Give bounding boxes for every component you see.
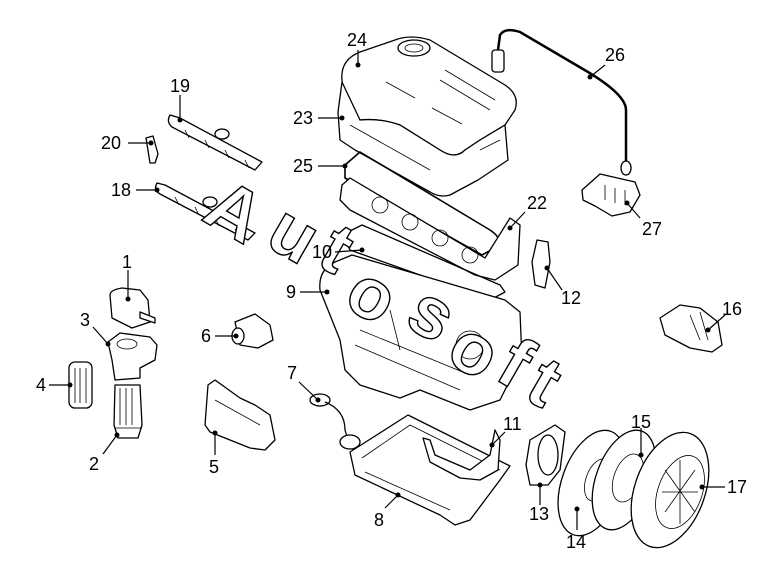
anchor-25 xyxy=(342,163,348,169)
leader-3 xyxy=(92,326,109,345)
callout-7[interactable]: 7 xyxy=(287,363,297,383)
anchor-10 xyxy=(359,247,365,253)
leader-26 xyxy=(589,64,606,78)
oil-filter-element-part[interactable] xyxy=(113,384,143,439)
callout-19[interactable]: 19 xyxy=(170,76,190,96)
callout-1[interactable]: 1 xyxy=(122,252,132,272)
oil-pan-part[interactable] xyxy=(349,414,511,526)
anchor-23 xyxy=(339,115,345,121)
cylinder-head-part[interactable] xyxy=(339,177,521,281)
valve-cover-part[interactable] xyxy=(337,81,509,197)
leader-lines xyxy=(49,50,726,530)
leader-8 xyxy=(384,494,399,509)
head-gasket-part[interactable] xyxy=(341,224,506,301)
callout-2[interactable]: 2 xyxy=(89,454,99,474)
callout-25[interactable]: 25 xyxy=(293,156,313,176)
thermostat-housing-part[interactable] xyxy=(231,313,274,349)
leader-27 xyxy=(626,202,641,219)
oil-filter-cartridge-part[interactable] xyxy=(67,361,93,409)
callout-14[interactable]: 14 xyxy=(566,532,586,552)
oil-filter-cap-part[interactable] xyxy=(109,287,156,329)
pressure-plate-part[interactable] xyxy=(617,422,724,559)
callout-17[interactable]: 17 xyxy=(727,477,747,497)
ignition-lead-part[interactable] xyxy=(491,28,632,176)
anchor-7 xyxy=(315,397,321,403)
callout-22[interactable]: 22 xyxy=(527,193,547,213)
callout-10[interactable]: 10 xyxy=(312,242,332,262)
fuel-rail-lower-part[interactable] xyxy=(154,182,256,241)
oil-pickup-part[interactable] xyxy=(309,393,361,450)
anchor-24 xyxy=(355,62,361,68)
callout-4[interactable]: 4 xyxy=(36,375,46,395)
sensor-part[interactable] xyxy=(531,239,551,289)
leader-2 xyxy=(102,434,118,455)
ignition-coil-pack-part[interactable] xyxy=(581,173,641,217)
leader-16 xyxy=(707,314,726,331)
fuel-injector-part[interactable] xyxy=(145,135,159,164)
callout-16[interactable]: 16 xyxy=(722,299,742,319)
callout-5[interactable]: 5 xyxy=(209,457,219,477)
engine-block-part[interactable] xyxy=(319,254,523,411)
fuel-rail-upper-part[interactable] xyxy=(167,114,263,171)
leader-10 xyxy=(334,249,363,253)
callout-18[interactable]: 18 xyxy=(111,180,131,200)
callout-3[interactable]: 3 xyxy=(80,310,90,330)
callout-13[interactable]: 13 xyxy=(529,504,549,524)
oil-filter-housing-part[interactable] xyxy=(105,332,158,381)
timing-cover-part[interactable] xyxy=(204,379,276,451)
rear-seal-carrier-part[interactable] xyxy=(525,424,566,488)
callout-labels: 1 2 3 4 5 6 7 8 9 10 11 12 13 14 15 16 1… xyxy=(36,30,747,552)
callout-9[interactable]: 9 xyxy=(286,282,296,302)
callout-27[interactable]: 27 xyxy=(642,219,662,239)
leader-22 xyxy=(509,211,526,229)
callout-6[interactable]: 6 xyxy=(201,326,211,346)
callout-8[interactable]: 8 xyxy=(374,510,384,530)
leader-11 xyxy=(491,431,506,446)
callout-11[interactable]: 11 xyxy=(503,414,522,434)
leader-7 xyxy=(298,381,319,401)
starter-motor-part[interactable] xyxy=(659,304,723,353)
callout-15[interactable]: 15 xyxy=(631,412,651,432)
callout-20[interactable]: 20 xyxy=(101,133,121,153)
callout-24[interactable]: 24 xyxy=(347,30,367,50)
callout-12[interactable]: 12 xyxy=(561,288,581,308)
callout-26[interactable]: 26 xyxy=(605,45,625,65)
callout-23[interactable]: 23 xyxy=(293,108,313,128)
leader-12 xyxy=(546,267,563,291)
